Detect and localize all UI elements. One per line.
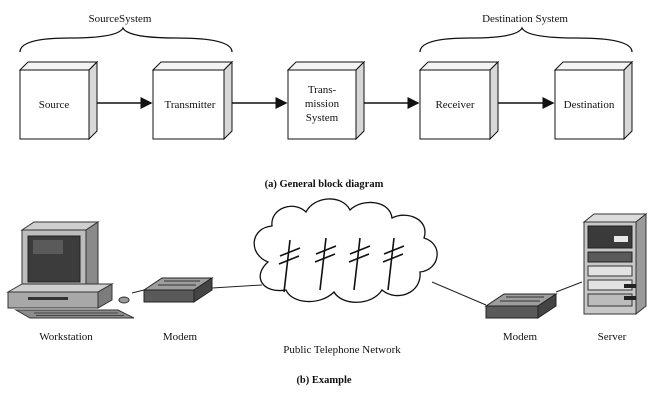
source-system-label: SourceSystem: [89, 13, 152, 25]
telephone-pole-icon: [278, 239, 301, 293]
transmitter-block: Transmitter: [151, 60, 234, 141]
modem-left-label: Modem: [163, 331, 198, 343]
telephone-pole-icon: [382, 237, 405, 291]
destination-label: Destination: [564, 99, 615, 111]
line-modem-network: [211, 284, 263, 289]
modem-right-label: Modem: [503, 331, 538, 343]
caption-a: (a) General block diagram: [265, 179, 384, 190]
transmission-label-line2: mission: [305, 98, 340, 110]
receiver-label: Receiver: [435, 99, 474, 111]
source-label: Source: [39, 99, 70, 111]
transmitter-label: Transmitter: [165, 99, 216, 111]
transmission-label-line1: Trans-: [308, 84, 337, 96]
destination-block: Destination: [553, 60, 634, 141]
workstation-label: Workstation: [39, 331, 93, 343]
transmission-system-block: Trans- mission System: [286, 60, 366, 141]
telephone-pole-icon: [348, 237, 371, 291]
destination-system-label: Destination System: [482, 13, 568, 25]
destination-system-brace: [419, 26, 633, 53]
server-icon: [582, 212, 648, 316]
workstation-icon: [6, 221, 135, 319]
transmission-label-line3: System: [306, 112, 339, 124]
network-label: Public Telephone Network: [283, 344, 401, 356]
receiver-block: Receiver: [418, 60, 500, 141]
source-block: Source: [18, 60, 99, 141]
modem-icon: [484, 293, 558, 319]
line-workstation-modem: [131, 289, 145, 294]
source-system-brace: [19, 26, 233, 53]
line-modem-server: [555, 281, 583, 293]
modem-icon: [142, 277, 214, 303]
telephone-pole-icon: [314, 237, 337, 291]
caption-b: (b) Example: [296, 375, 351, 386]
line-network-modem: [431, 281, 487, 306]
cloud-icon: [253, 198, 438, 303]
server-label: Server: [598, 331, 627, 343]
